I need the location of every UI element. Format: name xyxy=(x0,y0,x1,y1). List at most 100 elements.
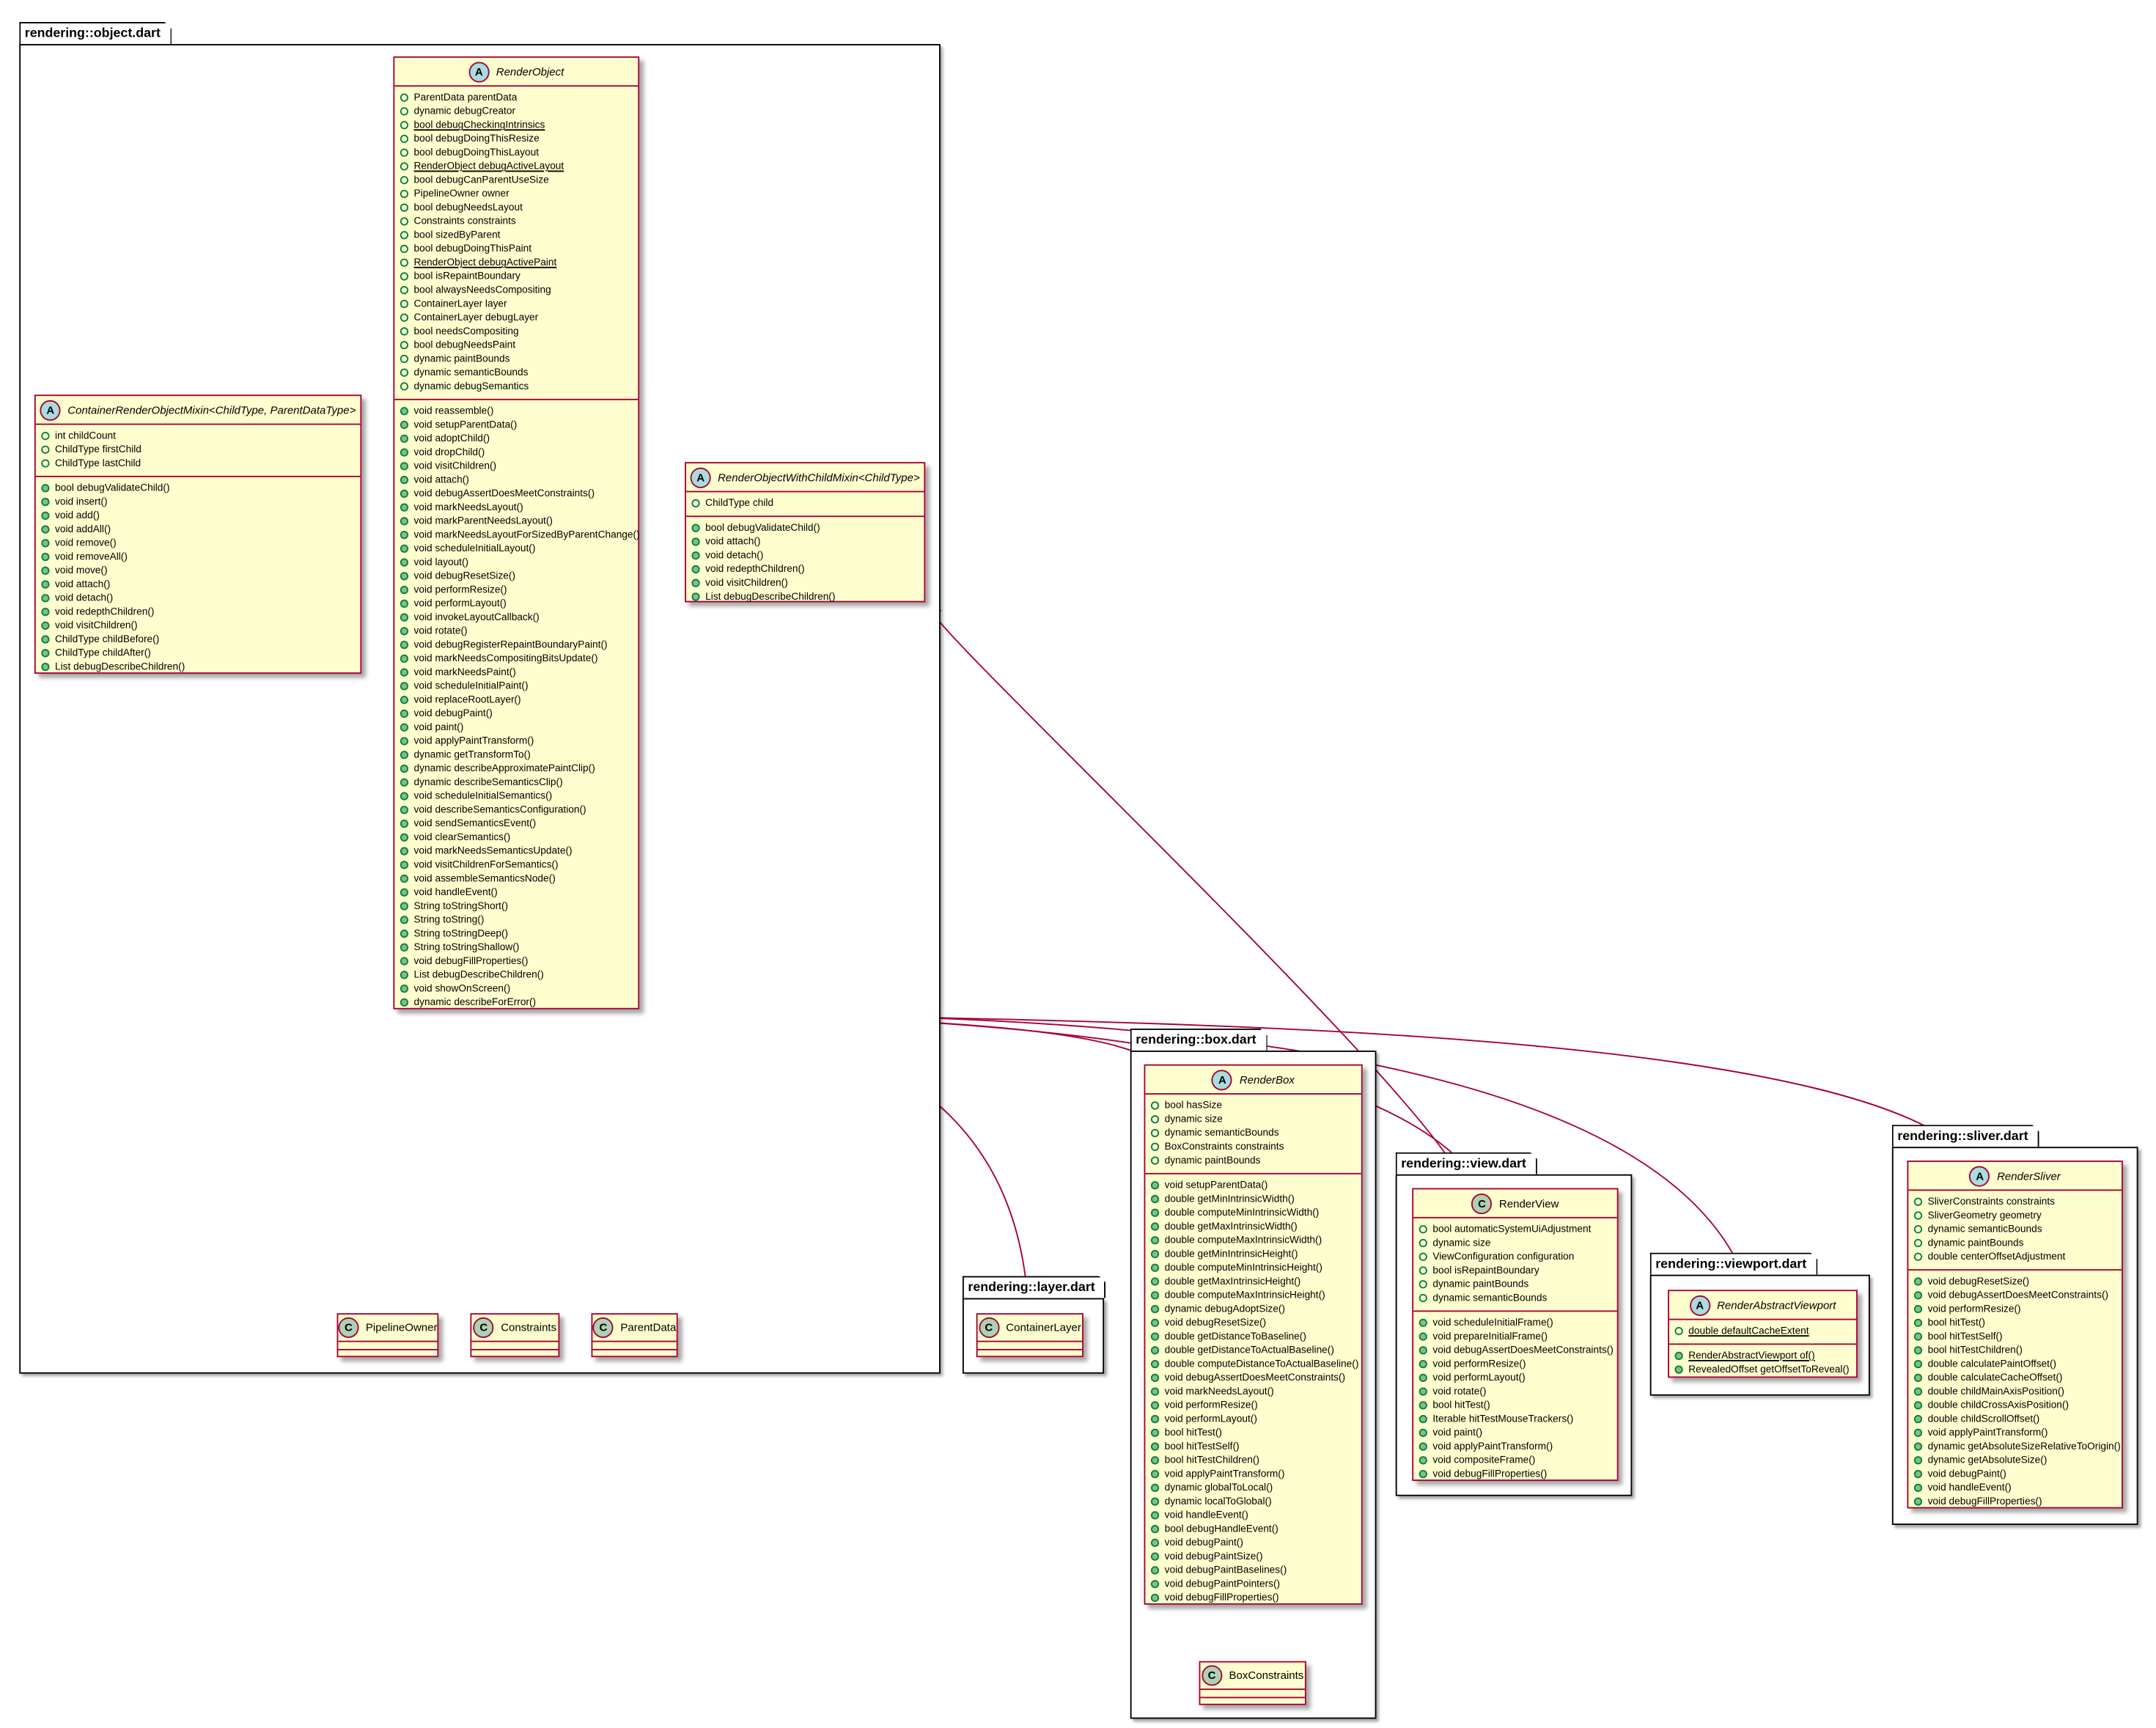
public-method-icon xyxy=(1150,1346,1160,1355)
class-constraints[interactable]: C Constraints xyxy=(470,1313,560,1358)
method-row: double computeMinIntrinsicWidth() xyxy=(1150,1206,1355,1220)
field-row: bool needsCompositing xyxy=(400,325,633,339)
method-text: void debugAssertDoesMeetConstraints() xyxy=(1432,1343,1614,1356)
public-method-icon xyxy=(400,902,409,911)
method-text: void debugAssertDoesMeetConstraints() xyxy=(1927,1288,2109,1301)
public-method-icon xyxy=(691,537,700,546)
field-row: bool hasSize xyxy=(1150,1099,1355,1113)
class-box-constraints[interactable]: C BoxConstraints xyxy=(1199,1661,1306,1705)
field-text: dynamic debugSemantics xyxy=(413,379,529,392)
field-text: dynamic debugCreator xyxy=(413,104,516,117)
class-parent-data[interactable]: C ParentData xyxy=(591,1313,678,1358)
methods-compartment: void reassemble()void setupParentData()v… xyxy=(394,400,640,1015)
public-method-icon xyxy=(1150,1222,1160,1231)
field-row: ChildType child xyxy=(691,496,918,510)
public-method-icon xyxy=(1419,1401,1427,1410)
field-text: dynamic paintBounds xyxy=(1927,1236,2024,1249)
field-row: RenderObject debugActivePaint xyxy=(400,256,633,270)
public-field-icon xyxy=(400,217,409,226)
field-row: SliverConstraints constraints xyxy=(1913,1195,2116,1209)
public-field-icon xyxy=(400,148,409,157)
class-icon: C xyxy=(473,1317,494,1338)
public-field-icon xyxy=(400,203,409,212)
public-field-icon xyxy=(1913,1252,1923,1261)
method-row: double childCrossAxisPosition() xyxy=(1913,1398,2116,1412)
method-row: dynamic getAbsoluteSize() xyxy=(1913,1454,2116,1468)
method-row: double calculateCacheOffset() xyxy=(1913,1371,2116,1385)
public-method-icon xyxy=(1150,1511,1160,1520)
public-method-icon xyxy=(1913,1428,1923,1438)
method-text: void detach() xyxy=(55,591,114,604)
public-method-icon xyxy=(400,957,409,966)
package-label: rendering::layer.dart xyxy=(963,1276,1106,1298)
public-method-icon xyxy=(1150,1442,1160,1451)
package-label: rendering::object.dart xyxy=(19,22,172,44)
class-render-sliver[interactable]: A RenderSliver SliverConstraints constra… xyxy=(1907,1161,2123,1509)
method-text: void handleEvent() xyxy=(1164,1508,1248,1521)
public-field-icon xyxy=(400,354,409,364)
class-render-object-with-child-mixin[interactable]: A RenderObjectWithChildMixin<ChildType> … xyxy=(685,462,926,603)
field-row: ContainerLayer debugLayer xyxy=(400,311,633,325)
method-text: void replaceRootLayer() xyxy=(413,693,521,706)
class-name: RenderAbstractViewport xyxy=(1717,1298,1836,1312)
class-container-layer[interactable]: C ContainerLayer xyxy=(976,1313,1083,1358)
method-text: void debugPaintPointers() xyxy=(1164,1577,1281,1590)
public-method-icon xyxy=(1913,1332,1923,1341)
public-method-icon xyxy=(400,654,409,663)
field-text: bool automaticSystemUiAdjustment xyxy=(1432,1222,1592,1235)
public-field-icon xyxy=(400,244,409,254)
method-text: bool hitTestChildren() xyxy=(1927,1343,2023,1356)
method-row: bool debugHandleEvent() xyxy=(1150,1522,1355,1536)
class-render-view[interactable]: C RenderView bool automaticSystemUiAdjus… xyxy=(1412,1188,1619,1482)
field-text: RenderObject debugActiveLayout xyxy=(413,159,564,172)
public-method-icon xyxy=(400,448,409,457)
method-row: void adoptChild() xyxy=(400,432,633,446)
public-method-icon xyxy=(41,566,50,576)
public-method-icon xyxy=(41,580,50,589)
public-method-icon xyxy=(400,572,409,581)
method-row: void invokeLayoutCallback() xyxy=(400,611,633,625)
public-method-icon xyxy=(400,586,409,595)
method-text: dynamic globalToLocal() xyxy=(1164,1481,1273,1493)
public-method-icon xyxy=(1150,1483,1160,1493)
class-name: RenderObject xyxy=(496,65,564,78)
public-method-icon xyxy=(400,530,409,540)
method-text: bool hitTestChildren() xyxy=(1164,1453,1259,1466)
public-field-icon xyxy=(1419,1280,1427,1289)
field-text: SliverGeometry geometry xyxy=(1927,1208,2042,1221)
public-method-icon xyxy=(400,544,409,553)
class-pipeline-owner[interactable]: C PipelineOwner xyxy=(336,1313,439,1358)
method-text: void markNeedsCompositingBitsUpdate() xyxy=(413,652,598,664)
field-text: PipelineOwner owner xyxy=(413,187,509,199)
fields-compartment: ChildType child xyxy=(685,492,924,518)
public-field-icon xyxy=(400,286,409,295)
public-method-icon xyxy=(400,874,409,883)
public-method-icon xyxy=(1150,1580,1160,1589)
package-label: rendering::view.dart xyxy=(1396,1152,1537,1174)
method-text: void prepareInitialFrame() xyxy=(1432,1329,1548,1342)
method-row: void detach() xyxy=(41,592,355,606)
method-row: void layout() xyxy=(400,556,633,570)
method-text: void attach() xyxy=(55,577,111,590)
method-row: void scheduleInitialSemantics() xyxy=(400,790,633,804)
class-icon: C xyxy=(1471,1193,1493,1214)
public-method-icon xyxy=(1419,1387,1427,1396)
method-text: double getMaxIntrinsicWidth() xyxy=(1164,1219,1298,1232)
method-row: void rotate() xyxy=(1419,1385,1612,1399)
class-render-abstract-viewport[interactable]: A RenderAbstractViewport double defaultC… xyxy=(1668,1290,1858,1378)
method-row: double getMaxIntrinsicHeight() xyxy=(1150,1275,1355,1289)
method-row: void debugAssertDoesMeetConstraints() xyxy=(1150,1371,1355,1385)
method-row: List debugDescribeChildren() xyxy=(400,968,633,982)
public-method-icon xyxy=(1913,1359,1923,1369)
method-row: bool hitTestSelf() xyxy=(1913,1330,2116,1344)
method-text: void markNeedsLayout() xyxy=(413,500,523,513)
field-text: bool debugNeedsPaint xyxy=(413,338,516,351)
method-text: dynamic localToGlobal() xyxy=(1164,1494,1272,1507)
class-container-render-object-mixin[interactable]: A ContainerRenderObjectMixin<ChildType, … xyxy=(34,394,362,674)
public-method-icon xyxy=(400,682,409,691)
